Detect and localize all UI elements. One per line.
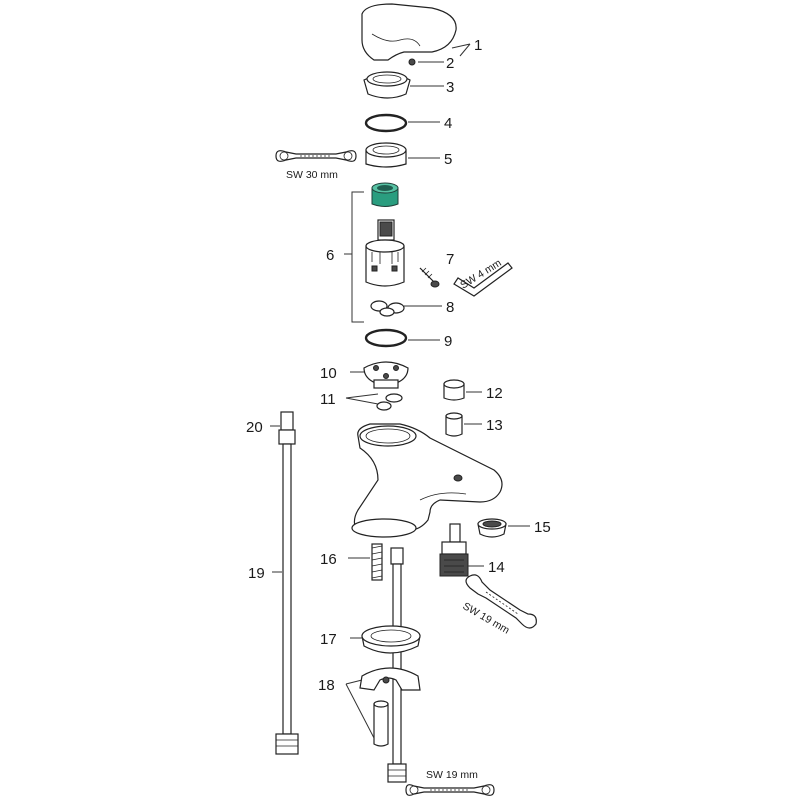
label-19: 19 [248,565,265,582]
part-2-set-screw [408,58,416,66]
part-15-aerator [477,518,507,538]
label-5: 5 [444,151,452,168]
part-11-small-rings [376,393,403,411]
faucet-body [351,423,503,538]
label-8: 8 [446,299,454,316]
tool-label-sw19-bottom: SW 19 mm [426,769,478,781]
leader-lines [270,43,530,739]
wrench-sw19-bottom: SW 19 mm [405,769,495,796]
label-4: 4 [444,115,452,132]
flex-hose-center [387,547,407,783]
part-14-valve [439,523,469,577]
part-13-sleeve [445,412,463,437]
tool-label-sw30: SW 30 mm [286,169,338,181]
label-11: 11 [320,391,336,408]
part-7-screw [419,267,440,288]
part-6-cartridge [365,182,405,287]
hex-key-4mm: SW 4 mm [453,257,513,297]
cartridge-nut [371,182,399,207]
label-7: 7 [446,251,454,268]
part-3-cap-ring [363,71,411,99]
part-19-flex-hose [275,411,299,755]
label-12: 12 [486,385,503,402]
label-13: 13 [486,417,503,434]
part-18-bracket [359,667,421,747]
label-18: 18 [318,677,335,694]
part-8-small-rings [370,300,405,317]
wrench-sw19-side: SW 19 mm [461,574,537,637]
part-10-base-plate [363,361,409,389]
part-16-threaded-rod [371,543,383,581]
label-10: 10 [320,365,337,382]
part-5-hex-nut [365,142,407,168]
label-15: 15 [534,519,551,536]
callout-labels: 1 2 3 4 5 6 7 8 9 10 11 12 13 14 15 16 1… [246,37,551,694]
part-4-o-ring [364,113,408,133]
part-17-washer [361,625,421,654]
label-6: 6 [326,247,334,264]
part-9-o-ring [364,328,408,348]
label-9: 9 [444,333,452,350]
label-16: 16 [320,551,337,568]
label-1: 1 [474,37,482,54]
label-17: 17 [320,631,337,648]
label-20: 20 [246,419,263,436]
label-3: 3 [446,79,454,96]
label-2: 2 [446,55,454,72]
part-1-lever-handle [361,3,457,61]
part-12-cap [443,379,465,401]
wrench-sw30: SW 30 mm [275,150,357,181]
label-14: 14 [488,559,505,576]
